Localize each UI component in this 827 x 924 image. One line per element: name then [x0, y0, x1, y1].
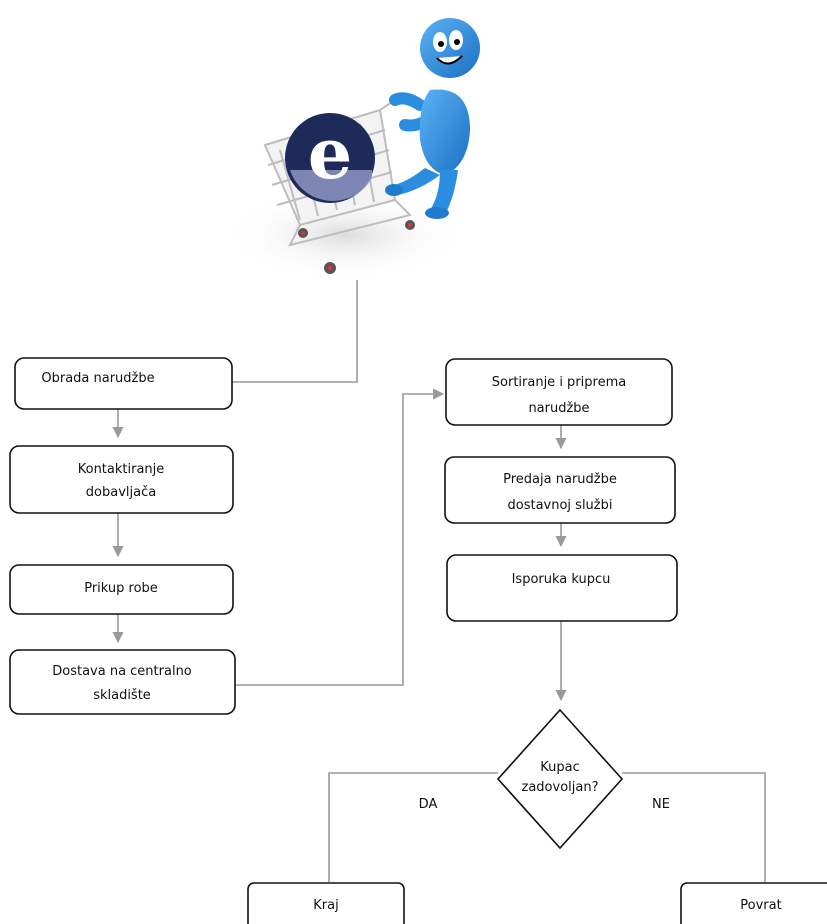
cart-wheels: [298, 220, 415, 274]
node-kraj-label: Kraj: [313, 898, 338, 913]
node-povrat: Povrat: [680, 882, 827, 924]
e-logo-icon: e: [285, 112, 375, 203]
node-sortiranje-label-line2: narudžbe: [528, 401, 589, 416]
node-dostava-label-line1: Dostava na centralno: [52, 664, 192, 679]
node-obrada-narudzbe: Obrada narudžbe: [14, 357, 233, 410]
node-prikup-robe: Prikup robe: [9, 564, 234, 615]
edge-label-da: DA: [419, 797, 438, 812]
illustration-shadow: [225, 190, 465, 280]
edge-dostava-to-sortiranje: [235, 388, 445, 686]
node-prikup-label: Prikup robe: [84, 581, 158, 596]
edge-label-ne: NE: [652, 797, 670, 812]
edge-illustration-to-obrada: [232, 280, 358, 383]
node-sortiranje-priprema: Sortiranje i priprema narudžbe: [445, 358, 673, 426]
edge-decision-yes-to-kraj: [328, 772, 498, 882]
node-isporuka-kupcu: Isporuka kupcu: [446, 554, 678, 622]
node-kraj: Kraj: [247, 882, 405, 924]
node-obrada-label: Obrada narudžbe: [41, 371, 154, 386]
node-predaja-narudzbe: Predaja narudžbe dostavnoj službi: [444, 456, 676, 524]
decision-diamond: [496, 708, 624, 850]
node-kontaktiranje-label-line2: dobavljača: [86, 485, 156, 500]
decision-label-line2: zadovoljan?: [522, 780, 599, 795]
node-dostava-skladiste: Dostava na centralno skladište: [9, 649, 236, 715]
node-isporuka-label: Isporuka kupcu: [512, 572, 611, 587]
shopping-cart-illustration: e: [225, 18, 480, 280]
person-figure-icon: [385, 18, 480, 219]
node-kontaktiranje-dobavljaca: Kontaktiranje dobavljača: [9, 445, 234, 514]
e-logo-letter: e: [308, 112, 353, 195]
node-predaja-label-line1: Predaja narudžbe: [503, 472, 617, 487]
node-kontaktiranje-label-line1: Kontaktiranje: [78, 462, 165, 477]
node-dostava-label-line2: skladište: [93, 688, 151, 703]
connectors: [112, 280, 766, 882]
node-sortiranje-label-line1: Sortiranje i priprema: [492, 375, 626, 390]
edge-decision-no-to-povrat: [622, 772, 766, 882]
node-predaja-label-line2: dostavnoj službi: [508, 498, 613, 513]
node-povrat-label: Povrat: [740, 898, 781, 913]
decision-kupac-zadovoljan: Kupac zadovoljan?: [496, 708, 624, 850]
decision-label-line1: Kupac: [540, 760, 579, 775]
